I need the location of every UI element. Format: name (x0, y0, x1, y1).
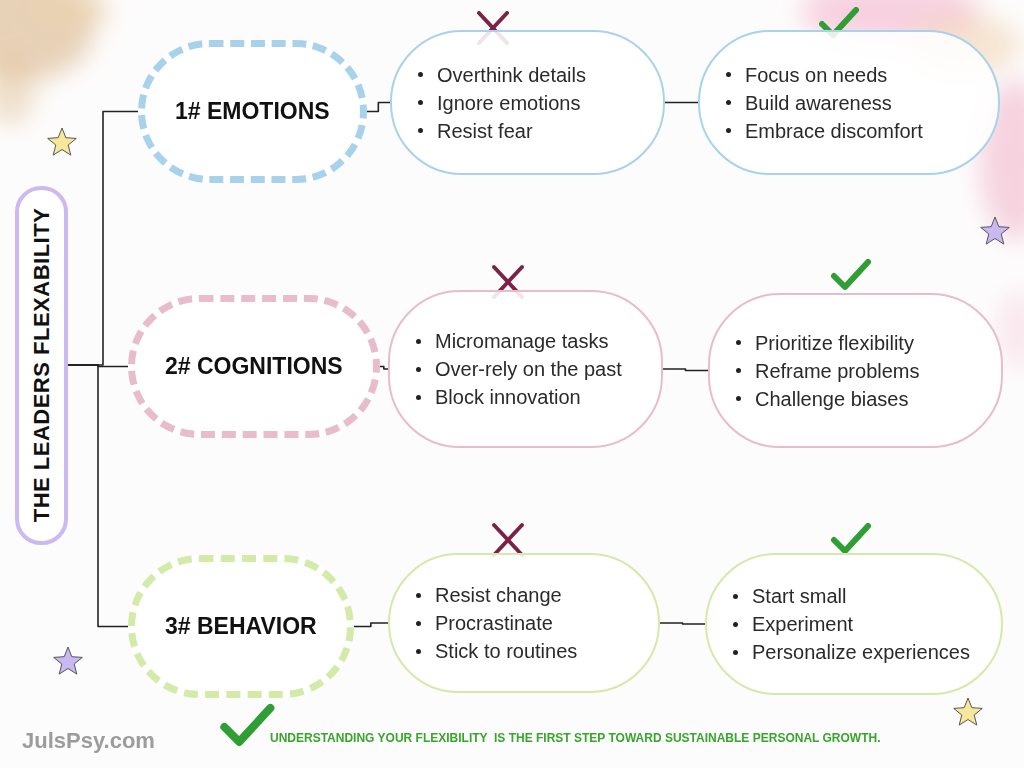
bullet-dot (416, 621, 421, 626)
bullet-row: Procrastinate (416, 609, 577, 637)
list-item: Personalize experiences (752, 638, 970, 666)
list-box: Overthink detailsIgnore emotionsResist f… (390, 30, 665, 175)
connector-line (660, 623, 705, 624)
title-text: THE LEADERS FLEXABILITY (29, 208, 55, 523)
bullet-list: Resist changeProcrastinateStick to routi… (416, 581, 577, 665)
bullet-list: Overthink detailsIgnore emotionsResist f… (418, 61, 586, 145)
bullet-row: Experiment (733, 610, 970, 638)
bullet-dot (736, 368, 741, 373)
brace-connector (68, 112, 138, 366)
star (48, 128, 1010, 725)
connector-line (354, 623, 388, 627)
bullet-row: Ignore emotions (418, 89, 586, 117)
bullet-row: Micromanage tasks (416, 327, 622, 355)
list-item: Over-rely on the past (435, 355, 622, 383)
bullet-list: Micromanage tasksOver-rely on the pastBl… (416, 327, 622, 411)
category-pill: 3# BEHAVIOR (128, 555, 354, 698)
list-item: Build awareness (745, 89, 892, 117)
list-item: Block innovation (435, 383, 581, 411)
bullet-list: Focus on needsBuild awarenessEmbrace dis… (726, 61, 923, 145)
list-item: Overthink details (437, 61, 586, 89)
bullet-row: Block innovation (416, 383, 622, 411)
bullet-dot (726, 128, 731, 133)
bullet-row: Personalize experiences (733, 638, 970, 666)
bullet-dot (416, 367, 421, 372)
bullet-dot (416, 339, 421, 344)
bullet-row: Start small (733, 582, 970, 610)
connector-line (665, 102, 698, 104)
list-box: Resist changeProcrastinateStick to routi… (388, 553, 660, 693)
bullet-dot (416, 395, 421, 400)
bullet-row: Stick to routines (416, 637, 577, 665)
list-item: Resist fear (437, 117, 533, 145)
list-box: Focus on needsBuild awarenessEmbrace dis… (698, 30, 1000, 175)
bullet-row: Embrace discomfort (726, 117, 923, 145)
list-item: Challenge biases (755, 385, 908, 413)
list-item: Reframe problems (755, 357, 920, 385)
bullet-dot (418, 100, 423, 105)
list-item: Resist change (435, 581, 562, 609)
list-item: Embrace discomfort (745, 117, 923, 145)
bullet-row: Build awareness (726, 89, 923, 117)
connector-line (663, 369, 708, 371)
list-box: Prioritize flexibilityReframe problemsCh… (708, 293, 1003, 448)
bullet-row: Resist change (416, 581, 577, 609)
bullet-row: Over-rely on the past (416, 355, 622, 383)
bullet-dot (416, 593, 421, 598)
list-item: Focus on needs (745, 61, 887, 89)
list-box: Micromanage tasksOver-rely on the pastBl… (388, 290, 663, 448)
bullet-list: Prioritize flexibilityReframe problemsCh… (736, 329, 920, 413)
category-label: 1# EMOTIONS (175, 98, 330, 125)
category-label: 3# BEHAVIOR (165, 613, 317, 640)
title-pill: THE LEADERS FLEXABILITY (15, 186, 68, 545)
category-pill: 2# COGNITIONS (128, 295, 380, 438)
bullet-row: Resist fear (418, 117, 586, 145)
bullet-dot (726, 72, 731, 77)
bullet-dot (418, 72, 423, 77)
bullet-dot (726, 100, 731, 105)
watermark: JulsPsy.com (22, 728, 155, 754)
list-item: Micromanage tasks (435, 327, 608, 355)
bullet-dot (736, 396, 741, 401)
bullet-row: Overthink details (418, 61, 586, 89)
list-item: Procrastinate (435, 609, 553, 637)
bullet-list: Start smallExperimentPersonalize experie… (733, 582, 970, 666)
bullet-dot (733, 650, 738, 655)
bullet-dot (733, 594, 738, 599)
bullet-dot (733, 622, 738, 627)
bullet-row: Focus on needs (726, 61, 923, 89)
category-label: 2# COGNITIONS (165, 353, 343, 380)
list-item: Experiment (752, 610, 853, 638)
list-item: Ignore emotions (437, 89, 580, 117)
list-box: Start smallExperimentPersonalize experie… (705, 553, 1003, 695)
bullet-row: Prioritize flexibility (736, 329, 920, 357)
bullet-dot (418, 128, 423, 133)
category-pill: 1# EMOTIONS (138, 40, 367, 183)
connector-line (380, 367, 388, 370)
bullet-row: Challenge biases (736, 385, 920, 413)
footer-caption: UNDERSTANDING YOUR FLEXIBILITY IS THE FI… (270, 731, 880, 745)
bullet-row: Reframe problems (736, 357, 920, 385)
bullet-dot (736, 340, 741, 345)
bullet-dot (416, 649, 421, 654)
list-item: Stick to routines (435, 637, 577, 665)
connector-line (367, 103, 390, 112)
brace-connector (68, 365, 128, 627)
list-item: Prioritize flexibility (755, 329, 914, 357)
list-item: Start small (752, 582, 846, 610)
